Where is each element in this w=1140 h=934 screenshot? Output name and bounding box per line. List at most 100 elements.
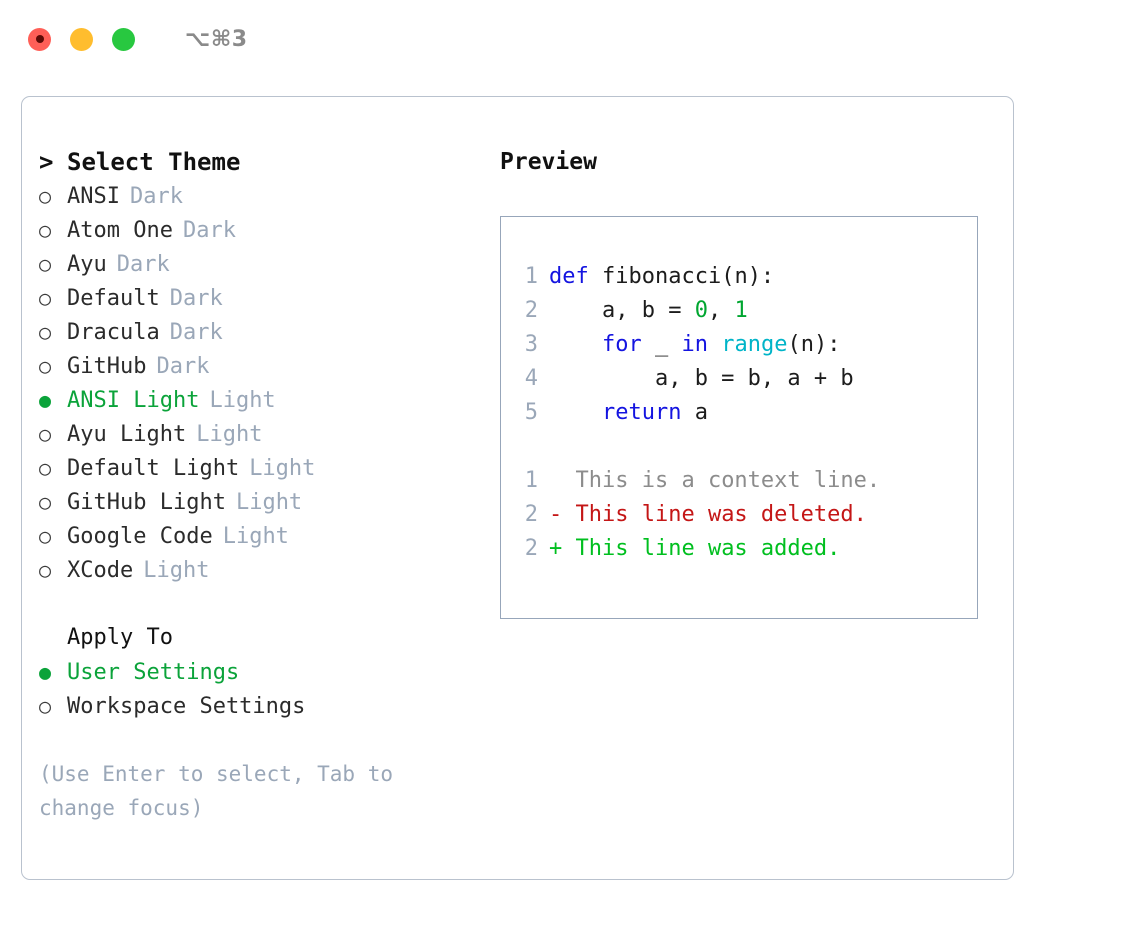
theme-option-label: Ayu Light bbox=[67, 422, 187, 447]
caret-icon: > bbox=[39, 148, 54, 176]
apply-to-option-user-settings[interactable]: ● User Settings bbox=[39, 655, 500, 689]
radio-unselected-icon: ○ bbox=[39, 490, 52, 514]
theme-option-tag: Dark bbox=[169, 286, 223, 311]
radio-unselected-icon: ○ bbox=[39, 558, 52, 582]
theme-option-label: ANSI bbox=[67, 184, 120, 209]
keyboard-shortcut-label: ⌥⌘3 bbox=[185, 26, 248, 52]
maximize-button[interactable] bbox=[112, 27, 135, 51]
code-line-text: return a bbox=[549, 396, 708, 430]
code-token-plain bbox=[549, 400, 602, 425]
apply-to-heading: Apply To bbox=[39, 621, 500, 655]
radio-selected-icon: ● bbox=[39, 660, 52, 684]
diff-line-del: 2 - This line was deleted. bbox=[519, 498, 977, 532]
line-number: 5 bbox=[524, 400, 538, 425]
code-line-text: for _ in range(n): bbox=[549, 328, 840, 362]
code-token-fn: range bbox=[721, 332, 788, 357]
code-token-kw: def bbox=[549, 264, 589, 289]
preview-heading: Preview bbox=[500, 149, 597, 175]
code-token-plain bbox=[549, 332, 602, 357]
theme-option-label: Default bbox=[67, 286, 160, 311]
theme-option-default[interactable]: ○ Default Dark bbox=[39, 281, 500, 315]
theme-option-tag: Light bbox=[143, 558, 210, 583]
line-number: 2 bbox=[524, 536, 538, 561]
theme-option-tag: Dark bbox=[182, 218, 236, 243]
radio-unselected-icon: ○ bbox=[39, 694, 52, 718]
minimize-button[interactable] bbox=[70, 27, 93, 51]
diff-sample: 1 This is a context line. 2 - This line wa… bbox=[519, 464, 977, 566]
line-number: 3 bbox=[524, 332, 538, 357]
line-number: 2 bbox=[524, 298, 538, 323]
theme-option-label: GitHub bbox=[67, 354, 147, 379]
line-number: 2 bbox=[524, 502, 538, 527]
code-spacer bbox=[519, 430, 977, 464]
code-line: 3 for _ in range(n): bbox=[519, 328, 977, 362]
theme-option-label: Google Code bbox=[67, 524, 213, 549]
theme-option-ayu-light[interactable]: ○ Ayu Light Light bbox=[39, 417, 500, 451]
window-controls bbox=[28, 27, 135, 51]
theme-option-label: Default Light bbox=[67, 456, 240, 481]
radio-selected-icon: ● bbox=[39, 388, 52, 412]
code-line-text: def fibonacci(n): bbox=[549, 260, 774, 294]
diff-line-text: + This line was added. bbox=[549, 532, 840, 566]
code-token-plain: fibonacci(n): bbox=[588, 264, 775, 289]
code-token-kw: in bbox=[681, 332, 708, 357]
code-line: 5 return a bbox=[519, 396, 977, 430]
theme-option-tag: Light bbox=[222, 524, 289, 549]
code-token-plain: , bbox=[707, 298, 735, 323]
close-button[interactable] bbox=[28, 27, 51, 51]
code-line: 2 a, b = 0, 1 bbox=[519, 294, 977, 328]
theme-option-tag: Dark bbox=[156, 354, 210, 379]
select-theme-title: Select Theme bbox=[67, 148, 241, 176]
theme-option-tag: Light bbox=[209, 388, 276, 413]
theme-option-label: GitHub Light bbox=[67, 490, 226, 515]
apply-to-option-label: User Settings bbox=[67, 660, 240, 685]
theme-option-ayu[interactable]: ○ Ayu Dark bbox=[39, 247, 500, 281]
radio-unselected-icon: ○ bbox=[39, 524, 52, 548]
diff-marker: - bbox=[549, 502, 563, 527]
code-token-plain: a, b = b, a + b bbox=[549, 366, 854, 391]
apply-to-option-workspace-settings[interactable]: ○ Workspace Settings bbox=[39, 689, 500, 723]
code-token-kw: return bbox=[601, 400, 682, 425]
code-token-plain: a bbox=[681, 400, 708, 425]
code-token-plain: (n): bbox=[787, 332, 841, 357]
theme-option-label: Ayu bbox=[67, 252, 107, 277]
diff-line-text: This is a context line. bbox=[549, 464, 880, 498]
radio-unselected-icon: ○ bbox=[39, 422, 52, 446]
diff-marker bbox=[549, 468, 562, 493]
diff-line-ctx: 1 This is a context line. bbox=[519, 464, 977, 498]
line-number: 4 bbox=[524, 366, 538, 391]
diff-text: This is a context line. bbox=[562, 468, 881, 493]
code-line: 1 def fibonacci(n): bbox=[519, 260, 977, 294]
theme-option-xcode[interactable]: ○ XCode Light bbox=[39, 553, 500, 587]
code-token-num: 0 bbox=[694, 298, 708, 323]
apply-to-list: ● User Settings ○ Workspace Settings bbox=[39, 655, 500, 723]
theme-option-tag: Dark bbox=[129, 184, 183, 209]
diff-line-text: - This line was deleted. bbox=[549, 498, 867, 532]
theme-option-tag: Dark bbox=[116, 252, 170, 277]
radio-unselected-icon: ○ bbox=[39, 252, 52, 276]
line-number: 1 bbox=[524, 264, 538, 289]
theme-option-label: XCode bbox=[67, 558, 134, 583]
line-number: 1 bbox=[524, 468, 538, 493]
radio-unselected-icon: ○ bbox=[39, 286, 52, 310]
theme-option-label: Dracula bbox=[67, 320, 160, 345]
theme-option-tag: Light bbox=[196, 422, 263, 447]
radio-unselected-icon: ○ bbox=[39, 218, 52, 242]
code-token-num: 1 bbox=[734, 298, 748, 323]
code-token-kw: for bbox=[601, 332, 642, 357]
radio-unselected-icon: ○ bbox=[39, 456, 52, 480]
keyboard-hint-text: (Use Enter to select, Tab to change focu… bbox=[39, 762, 394, 820]
apply-to-option-label: Workspace Settings bbox=[67, 694, 306, 719]
theme-option-google-code[interactable]: ○ Google Code Light bbox=[39, 519, 500, 553]
code-line-text: a, b = b, a + b bbox=[549, 362, 854, 396]
